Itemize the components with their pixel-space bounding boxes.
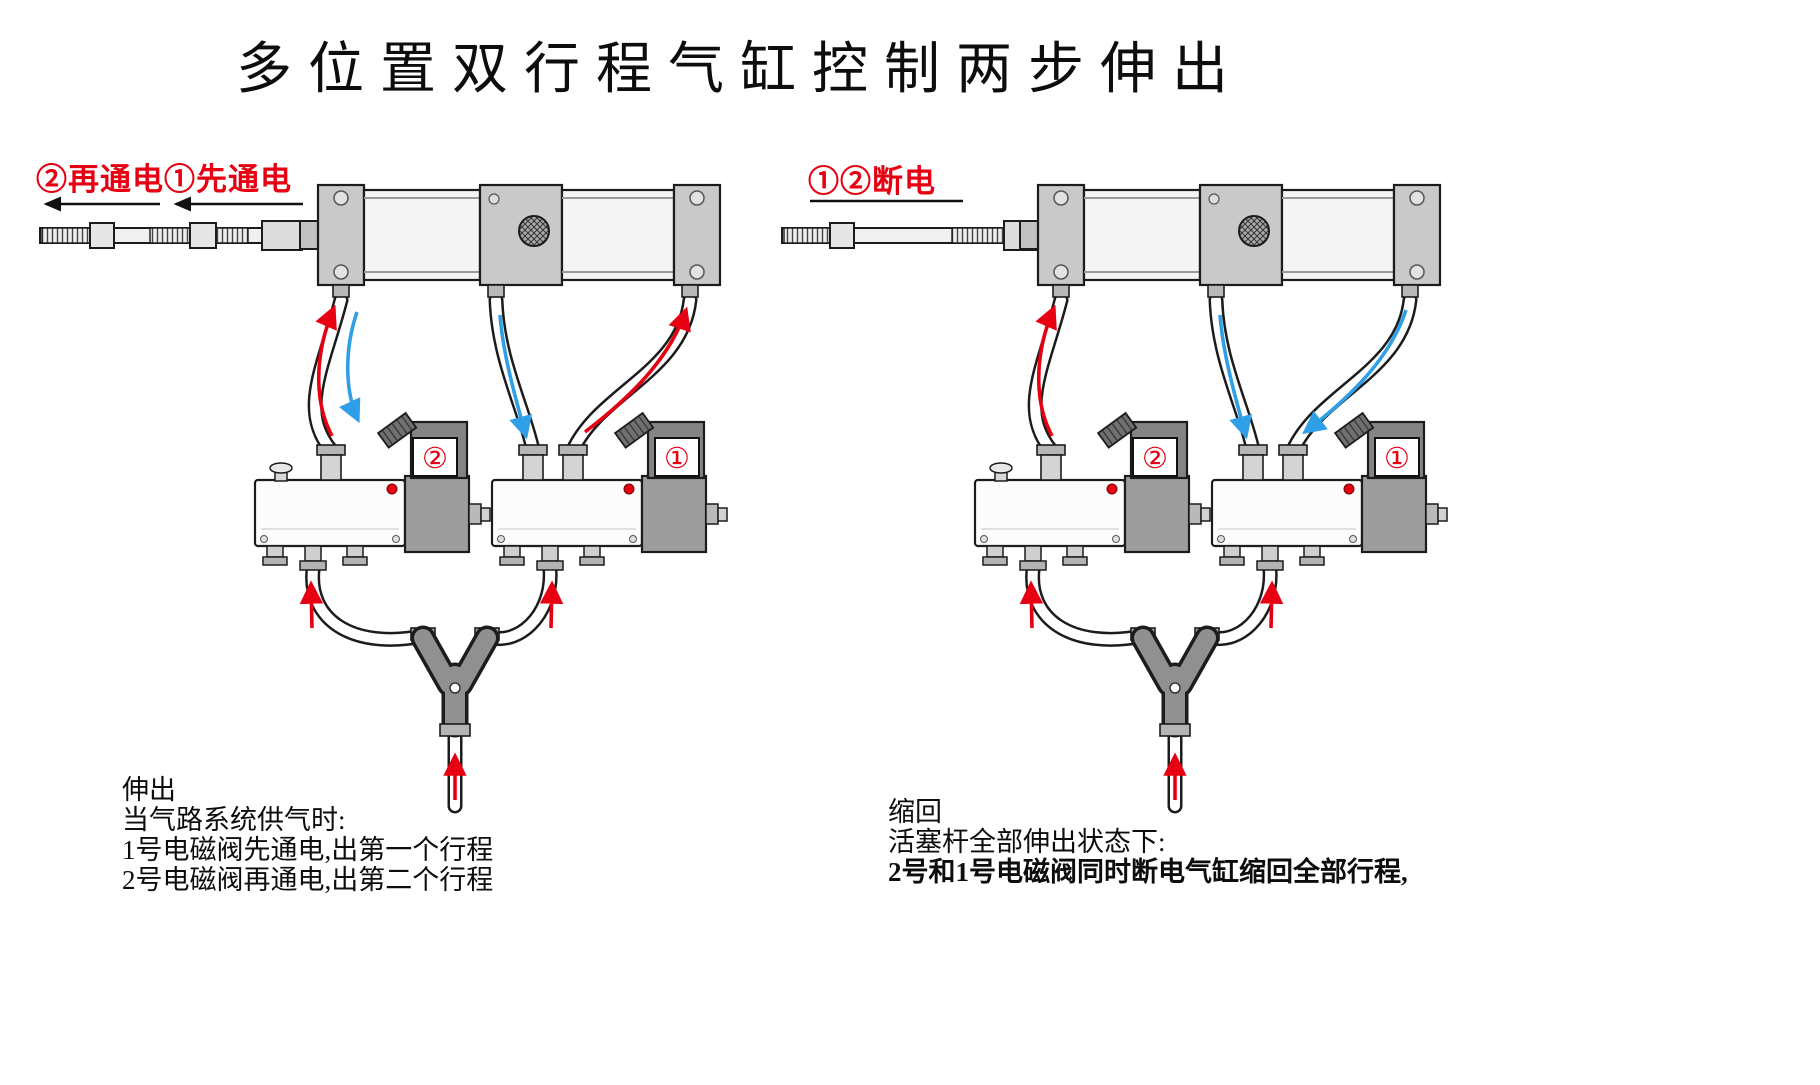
right-caption-title: 缩回 — [888, 797, 942, 827]
piston-rod-left — [39, 220, 311, 251]
flow-arrows-left — [299, 304, 691, 800]
left-caption-line1: 当气路系统供气时: — [122, 805, 346, 835]
cylinder-valve-assembly-right — [975, 185, 1447, 806]
page-title: 多位置双行程气缸控制两步伸出 — [236, 39, 1244, 101]
right-caption: 缩回 活塞杆全部伸出状态下: 2号和1号电磁阀同时断电气缸缩回全部行程, — [888, 797, 1408, 887]
left-caption-line3: 2号电磁阀再通电,出第二个行程 — [122, 865, 494, 895]
left-valve-2-tag: ② — [412, 437, 458, 477]
right-valve-2-tag: ② — [1132, 437, 1178, 477]
left-step-label: ②再通电①先通电 — [36, 162, 292, 197]
left-caption: 伸出 当气路系统供气时: 1号电磁阀先通电,出第一个行程 2号电磁阀再通电,出第… — [122, 775, 493, 895]
diagram-right-artwork — [781, 185, 1447, 806]
right-caption-line1: 活塞杆全部伸出状态下: — [888, 827, 1166, 857]
left-valve-1-tag: ① — [654, 437, 700, 477]
left-caption-line2: 1号电磁阀先通电,出第一个行程 — [122, 835, 494, 865]
right-power-off-label: ①②断电 — [808, 164, 936, 199]
left-caption-title: 伸出 — [122, 775, 176, 805]
diagram-left-artwork — [39, 185, 727, 806]
right-valve-1-tag: ① — [1374, 437, 1420, 477]
cylinder-valve-assembly-left — [255, 185, 727, 806]
piston-rod-right — [781, 220, 1041, 251]
right-caption-line2: 2号和1号电磁阀同时断电气缸缩回全部行程, — [888, 857, 1408, 887]
flow-arrows-right — [1019, 304, 1408, 800]
